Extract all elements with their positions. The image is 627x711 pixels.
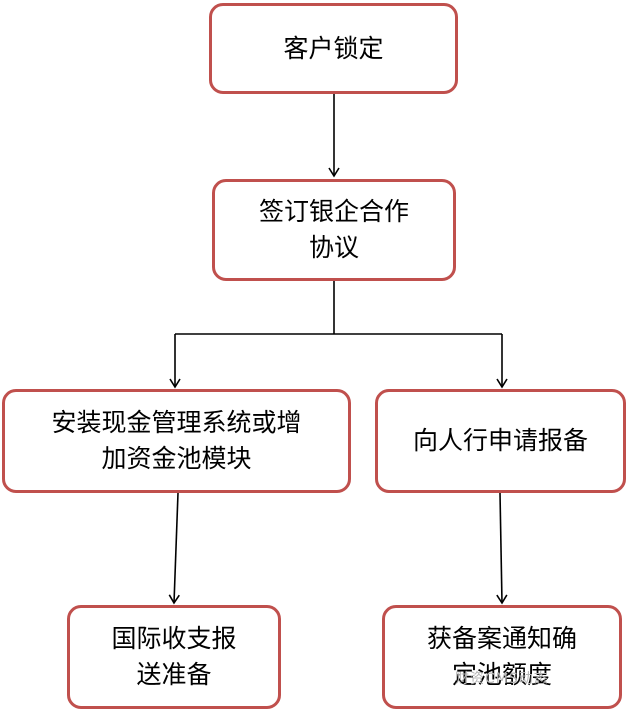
node-sign-agreement: 签订银企合作 协议 — [212, 179, 456, 281]
node-label: 安装现金管理系统或增 — [51, 408, 302, 437]
node-label: 协议 — [308, 233, 359, 262]
arrow-apply-to-notice — [496, 492, 508, 605]
node-intl-report: 国际收支报 送准备 — [67, 605, 281, 709]
node-install-module: 安装现金管理系统或增 加资金池模块 — [2, 389, 351, 493]
node-label: 加资金池模块 — [101, 444, 252, 473]
node-apply-record: 向人行申请报备 — [375, 389, 626, 493]
node-label: 获备案通知确 — [426, 624, 577, 653]
node-get-notice: 获备案通知确 定池额度 — [382, 605, 622, 709]
node-label: 定池额度 — [451, 660, 552, 689]
node-label: 签订银企合作 — [258, 197, 409, 226]
watermark-text: 财资CMS动态 — [455, 671, 549, 687]
watermark: 财资CMS动态 — [455, 668, 549, 688]
node-label: 送准备 — [136, 660, 212, 689]
node-customer-lock: 客户锁定 — [209, 3, 458, 94]
node-label: 向人行申请报备 — [412, 426, 588, 455]
node-label: 国际收支报 — [111, 624, 237, 653]
arrow-install-to-report — [168, 492, 180, 605]
node-label: 客户锁定 — [283, 33, 384, 63]
